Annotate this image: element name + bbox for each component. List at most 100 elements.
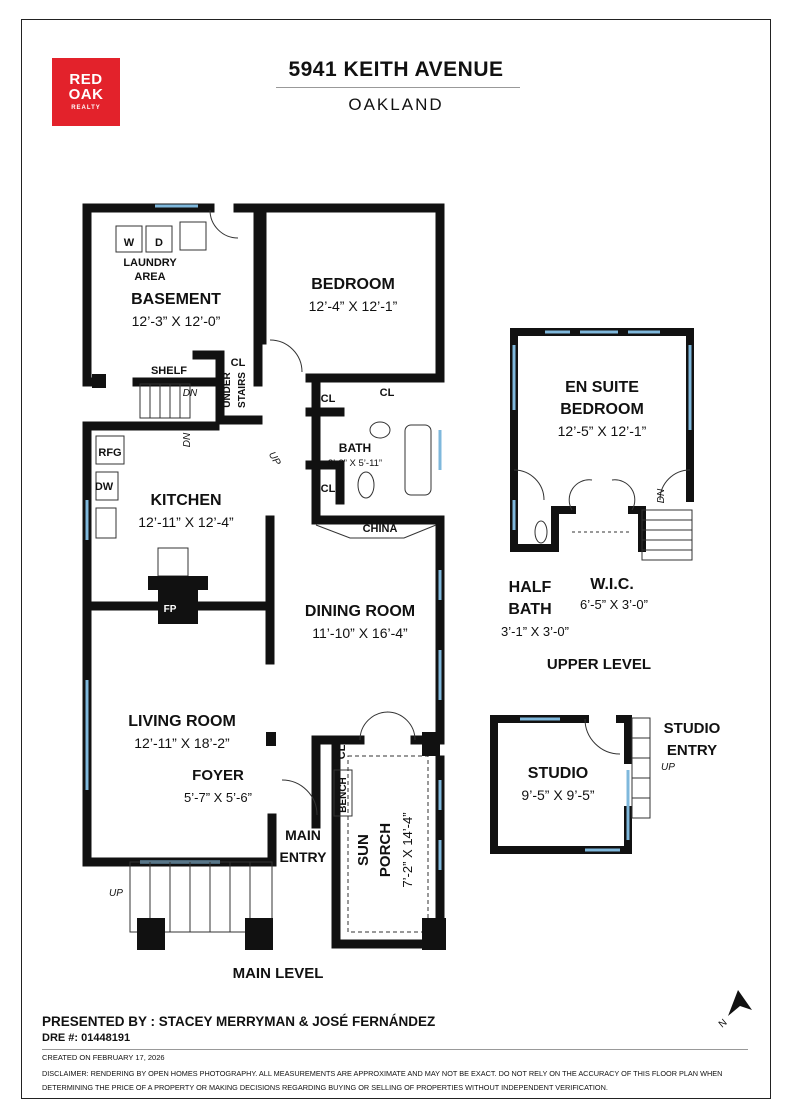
- main-entry-label-1: MAIN: [285, 827, 321, 843]
- studio-name: STUDIO: [528, 765, 588, 782]
- studio-entry-label-1: STUDIO: [664, 720, 721, 737]
- dn-label: DN: [656, 488, 667, 503]
- half-bath-label-2: BATH: [508, 601, 551, 618]
- upper-level-windows: [512, 330, 692, 530]
- living-room-dims: 12’-11” X 18’-2”: [134, 735, 230, 751]
- up-label: UP: [661, 762, 675, 773]
- bath-closet-label: CL: [321, 483, 336, 495]
- laundry-label-2: AREA: [134, 271, 165, 283]
- page-frame: [21, 19, 771, 1099]
- wic-label: W.I.C.: [590, 576, 634, 593]
- sun-porch-label-2: PORCH: [377, 823, 394, 877]
- en-suite-label-1: EN SUITE: [565, 379, 639, 396]
- fp-label: FP: [164, 604, 177, 615]
- bath-name: BATH: [339, 441, 371, 455]
- refrigerator-label: RFG: [98, 447, 121, 459]
- door-swing: [269, 339, 303, 373]
- door-swing: [209, 209, 239, 239]
- foyer-dims: 5’-7” X 5’-6”: [184, 790, 252, 805]
- main-entry-label-2: ENTRY: [280, 849, 328, 865]
- door-swing: [611, 479, 636, 511]
- washer-label: W: [124, 237, 135, 249]
- studio-dims: 9’-5” X 9’-5”: [521, 787, 594, 803]
- up-label: UP: [109, 888, 123, 899]
- basement-name: BASEMENT: [131, 291, 221, 308]
- dining-room-dims: 11’-10” X 16’-4”: [312, 625, 408, 641]
- logo-line2: OAK: [68, 86, 104, 103]
- footer-divider: [42, 1049, 748, 1050]
- studio-labels: STUDIO 9’-5” X 9’-5” STUDIO ENTRY UP: [521, 720, 720, 803]
- half-bath-dims: 3’-1” X 3’-0”: [501, 624, 569, 639]
- toilet-icon: [534, 520, 548, 544]
- upper-level-labels: EN SUITE BEDROOM 12’-5” X 12’-1” DN HALF…: [501, 379, 667, 673]
- kitchen-sink-icon: [95, 507, 117, 539]
- bench-box: [333, 769, 353, 817]
- north-arrow-icon: N: [717, 990, 752, 1030]
- solid-blocks: [92, 374, 446, 950]
- basement-dims: 12’-3” X 12’-0”: [132, 313, 221, 329]
- studio-fixtures: [584, 717, 651, 819]
- bench-label: BENCH: [338, 777, 349, 813]
- created-date: CREATED ON FEBRUARY 17, 2026: [42, 1053, 165, 1062]
- en-suite-dims: 12’-5” X 12’-1”: [558, 423, 647, 439]
- dryer-label: D: [155, 237, 163, 249]
- shelf-label: SHELF: [151, 365, 187, 377]
- wic-dims: 6’-5” X 3’-0”: [580, 597, 648, 612]
- bathtub-icon: [404, 424, 432, 496]
- door-swing: [513, 469, 545, 501]
- main-level-walls: [82, 203, 445, 949]
- upper-stairs: [641, 509, 693, 561]
- bedroom-dims: 12’-4” X 12’-1”: [309, 298, 398, 314]
- foyer-closet-label: CL: [336, 744, 348, 759]
- bath-sink-icon: [369, 421, 391, 439]
- half-bath-label-1: HALF: [509, 579, 552, 596]
- under-stairs-label-2: STAIRS: [237, 372, 248, 408]
- kitchen-dims: 12’-11” X 12’-4”: [138, 514, 234, 530]
- upper-level-fixtures: [513, 469, 693, 561]
- studio-walls: [490, 715, 632, 854]
- front-stairs: [129, 861, 273, 933]
- utility-sink-icon: [179, 221, 207, 251]
- fireplace: [148, 576, 208, 624]
- dining-room-name: DINING ROOM: [305, 603, 415, 620]
- stove-icon: [157, 547, 189, 577]
- dishwasher-icon: [95, 471, 119, 501]
- door-swing: [359, 711, 389, 741]
- property-address: 5941 KEITH AVENUE: [288, 58, 504, 81]
- under-stairs-label-1: UNDER: [222, 371, 233, 407]
- door-swing: [386, 711, 416, 741]
- door-swing: [568, 479, 593, 511]
- title-divider: [276, 87, 520, 88]
- main-level-labels: W D LAUNDRY AREA BASEMENT 12’-3” X 12’-0…: [95, 237, 415, 982]
- door-swing: [659, 469, 691, 501]
- property-city: OAKLAND: [348, 95, 444, 114]
- sun-porch-outline: [347, 755, 429, 933]
- red-oak-realty-logo: RED OAK REALTY: [52, 58, 120, 126]
- studio-stairs: [631, 717, 651, 819]
- basement-stairs: [139, 383, 191, 419]
- disclaimer: DISCLAIMER: RENDERING BY OPEN HOMES PHOT…: [42, 1069, 723, 1092]
- sun-porch-dims: 7’-2” X 14’-4”: [400, 812, 415, 887]
- living-room-name: LIVING ROOM: [128, 713, 236, 730]
- bath-dims: 8’-3” X 5’-11”: [328, 458, 382, 469]
- bedroom-name: BEDROOM: [311, 276, 395, 293]
- refrigerator-icon: [95, 435, 125, 465]
- china-cabinet: [315, 524, 437, 539]
- upper-level-label: UPPER LEVEL: [547, 656, 651, 673]
- toilet-icon: [357, 471, 375, 499]
- laundry-label-1: LAUNDRY: [123, 257, 177, 269]
- kitchen-name: KITCHEN: [150, 492, 221, 509]
- door-swing: [281, 779, 318, 816]
- up-label: UP: [266, 450, 283, 468]
- closet-label: CL: [231, 357, 246, 369]
- dishwasher-label: DW: [95, 481, 114, 493]
- upper-level-walls: [510, 328, 694, 552]
- china-label: CHINA: [363, 523, 398, 535]
- north-label: N: [717, 1017, 730, 1030]
- bedroom-closet-label: CL: [321, 393, 336, 405]
- dn-label: DN: [183, 388, 198, 399]
- logo-line3: REALTY: [71, 105, 101, 111]
- washer-icon: [115, 225, 143, 253]
- door-swing: [584, 718, 621, 755]
